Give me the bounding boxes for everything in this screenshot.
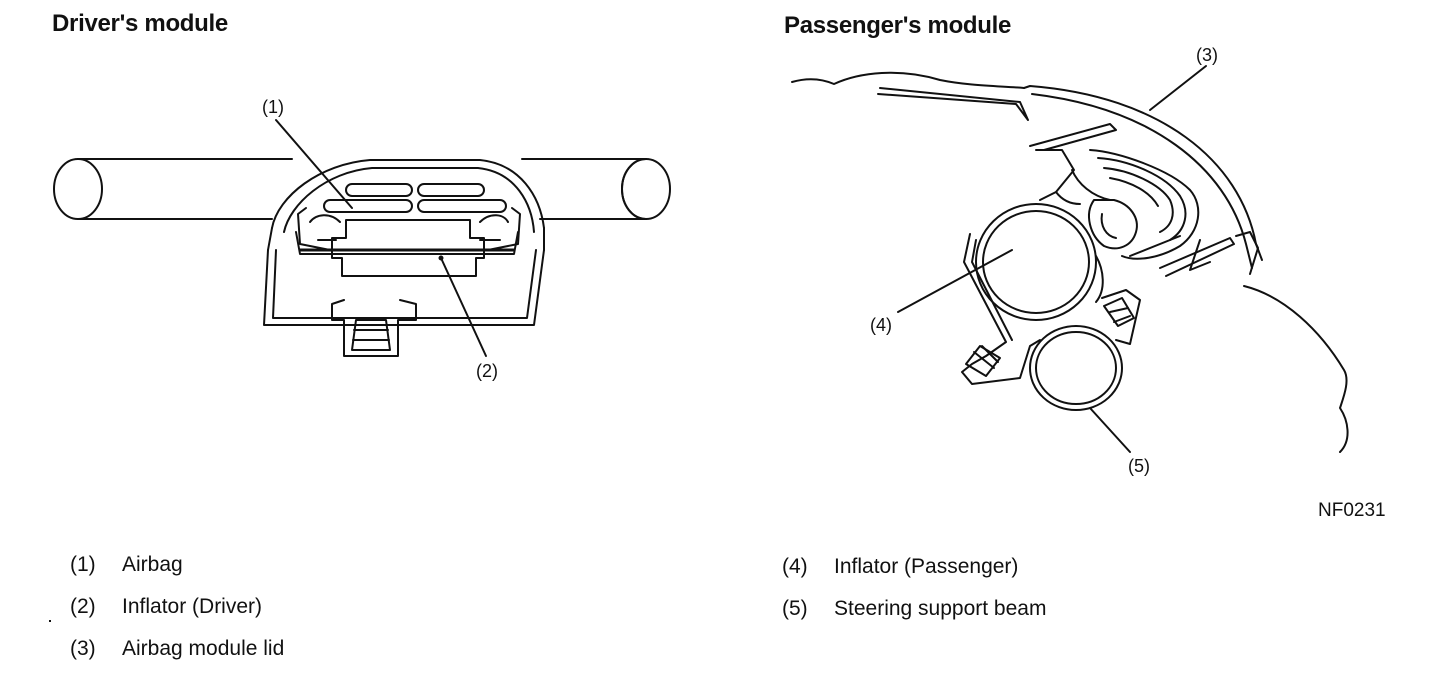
driver-airbag bbox=[297, 183, 521, 251]
leader-line-5 bbox=[1089, 407, 1131, 453]
legend-item: (1) Airbag bbox=[70, 554, 470, 580]
passenger-airbag bbox=[1071, 149, 1200, 260]
stray-mark bbox=[49, 620, 51, 622]
driver-connector bbox=[331, 299, 417, 357]
legend-number: (4) bbox=[782, 555, 808, 578]
callout-3: (3) bbox=[1196, 45, 1218, 65]
driver-base-plate bbox=[295, 231, 519, 255]
passenger-module-drawing bbox=[791, 65, 1349, 453]
driver-inflator bbox=[331, 219, 485, 277]
legend-number: (3) bbox=[70, 637, 96, 660]
instrument-panel bbox=[791, 71, 1349, 453]
leader-line-1 bbox=[275, 119, 353, 209]
legend-item: (5) Steering support beam bbox=[782, 598, 1182, 624]
passenger-inflator bbox=[975, 203, 1097, 321]
legend-number: (2) bbox=[70, 595, 96, 618]
leader-line-4 bbox=[897, 249, 1013, 313]
leader-line-2 bbox=[440, 257, 487, 357]
figure-id: NF0231 bbox=[1318, 500, 1386, 521]
legend-item: (3) Airbag module lid bbox=[70, 638, 470, 664]
legend-label: Airbag module lid bbox=[122, 637, 285, 660]
steering-support-beam bbox=[1029, 325, 1123, 411]
legend-number: (5) bbox=[782, 597, 808, 620]
driver-module-drawing bbox=[53, 119, 671, 357]
legend-item: (4) Inflator (Passenger) bbox=[782, 556, 1182, 582]
callout-1: (1) bbox=[262, 97, 284, 117]
mounting-bolts bbox=[965, 297, 1135, 377]
legend-label: Airbag bbox=[122, 553, 183, 576]
passenger-module-lid bbox=[1029, 123, 1259, 277]
passenger-module-housing bbox=[961, 191, 1181, 385]
steering-wheel-rim bbox=[53, 158, 671, 220]
legend-number: (1) bbox=[70, 553, 96, 576]
callout-2: (2) bbox=[476, 361, 498, 381]
callout-4: (4) bbox=[870, 315, 892, 335]
legend-label: Inflator (Passenger) bbox=[834, 555, 1019, 578]
callout-5: (5) bbox=[1128, 456, 1150, 476]
legend-label: Inflator (Driver) bbox=[122, 595, 263, 618]
leader-line-3 bbox=[1149, 65, 1207, 111]
legend-item: (2) Inflator (Driver) bbox=[70, 596, 470, 622]
driver-module-title: Driver's module bbox=[52, 10, 228, 37]
passenger-module-title: Passenger's module bbox=[784, 12, 1012, 39]
legend-label: Steering support beam bbox=[834, 597, 1047, 620]
